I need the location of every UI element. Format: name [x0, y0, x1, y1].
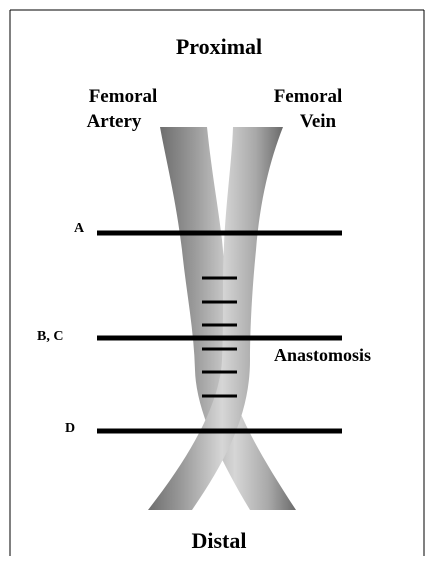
vessels	[148, 127, 296, 510]
section-label-bc: B, C	[37, 329, 63, 344]
section-label-a: A	[74, 221, 85, 236]
femoral-vein-label-line1: Femoral	[274, 86, 343, 107]
proximal-label: Proximal	[176, 34, 262, 59]
femoral-artery-label-line1: Femoral	[89, 86, 158, 107]
distal-label: Distal	[192, 528, 247, 553]
femoral-artery-label-line2: Artery	[87, 111, 142, 132]
section-label-d: D	[65, 421, 75, 436]
femoral-vein-label-line2: Vein	[300, 111, 337, 132]
anastomosis-label: Anastomosis	[274, 345, 371, 365]
